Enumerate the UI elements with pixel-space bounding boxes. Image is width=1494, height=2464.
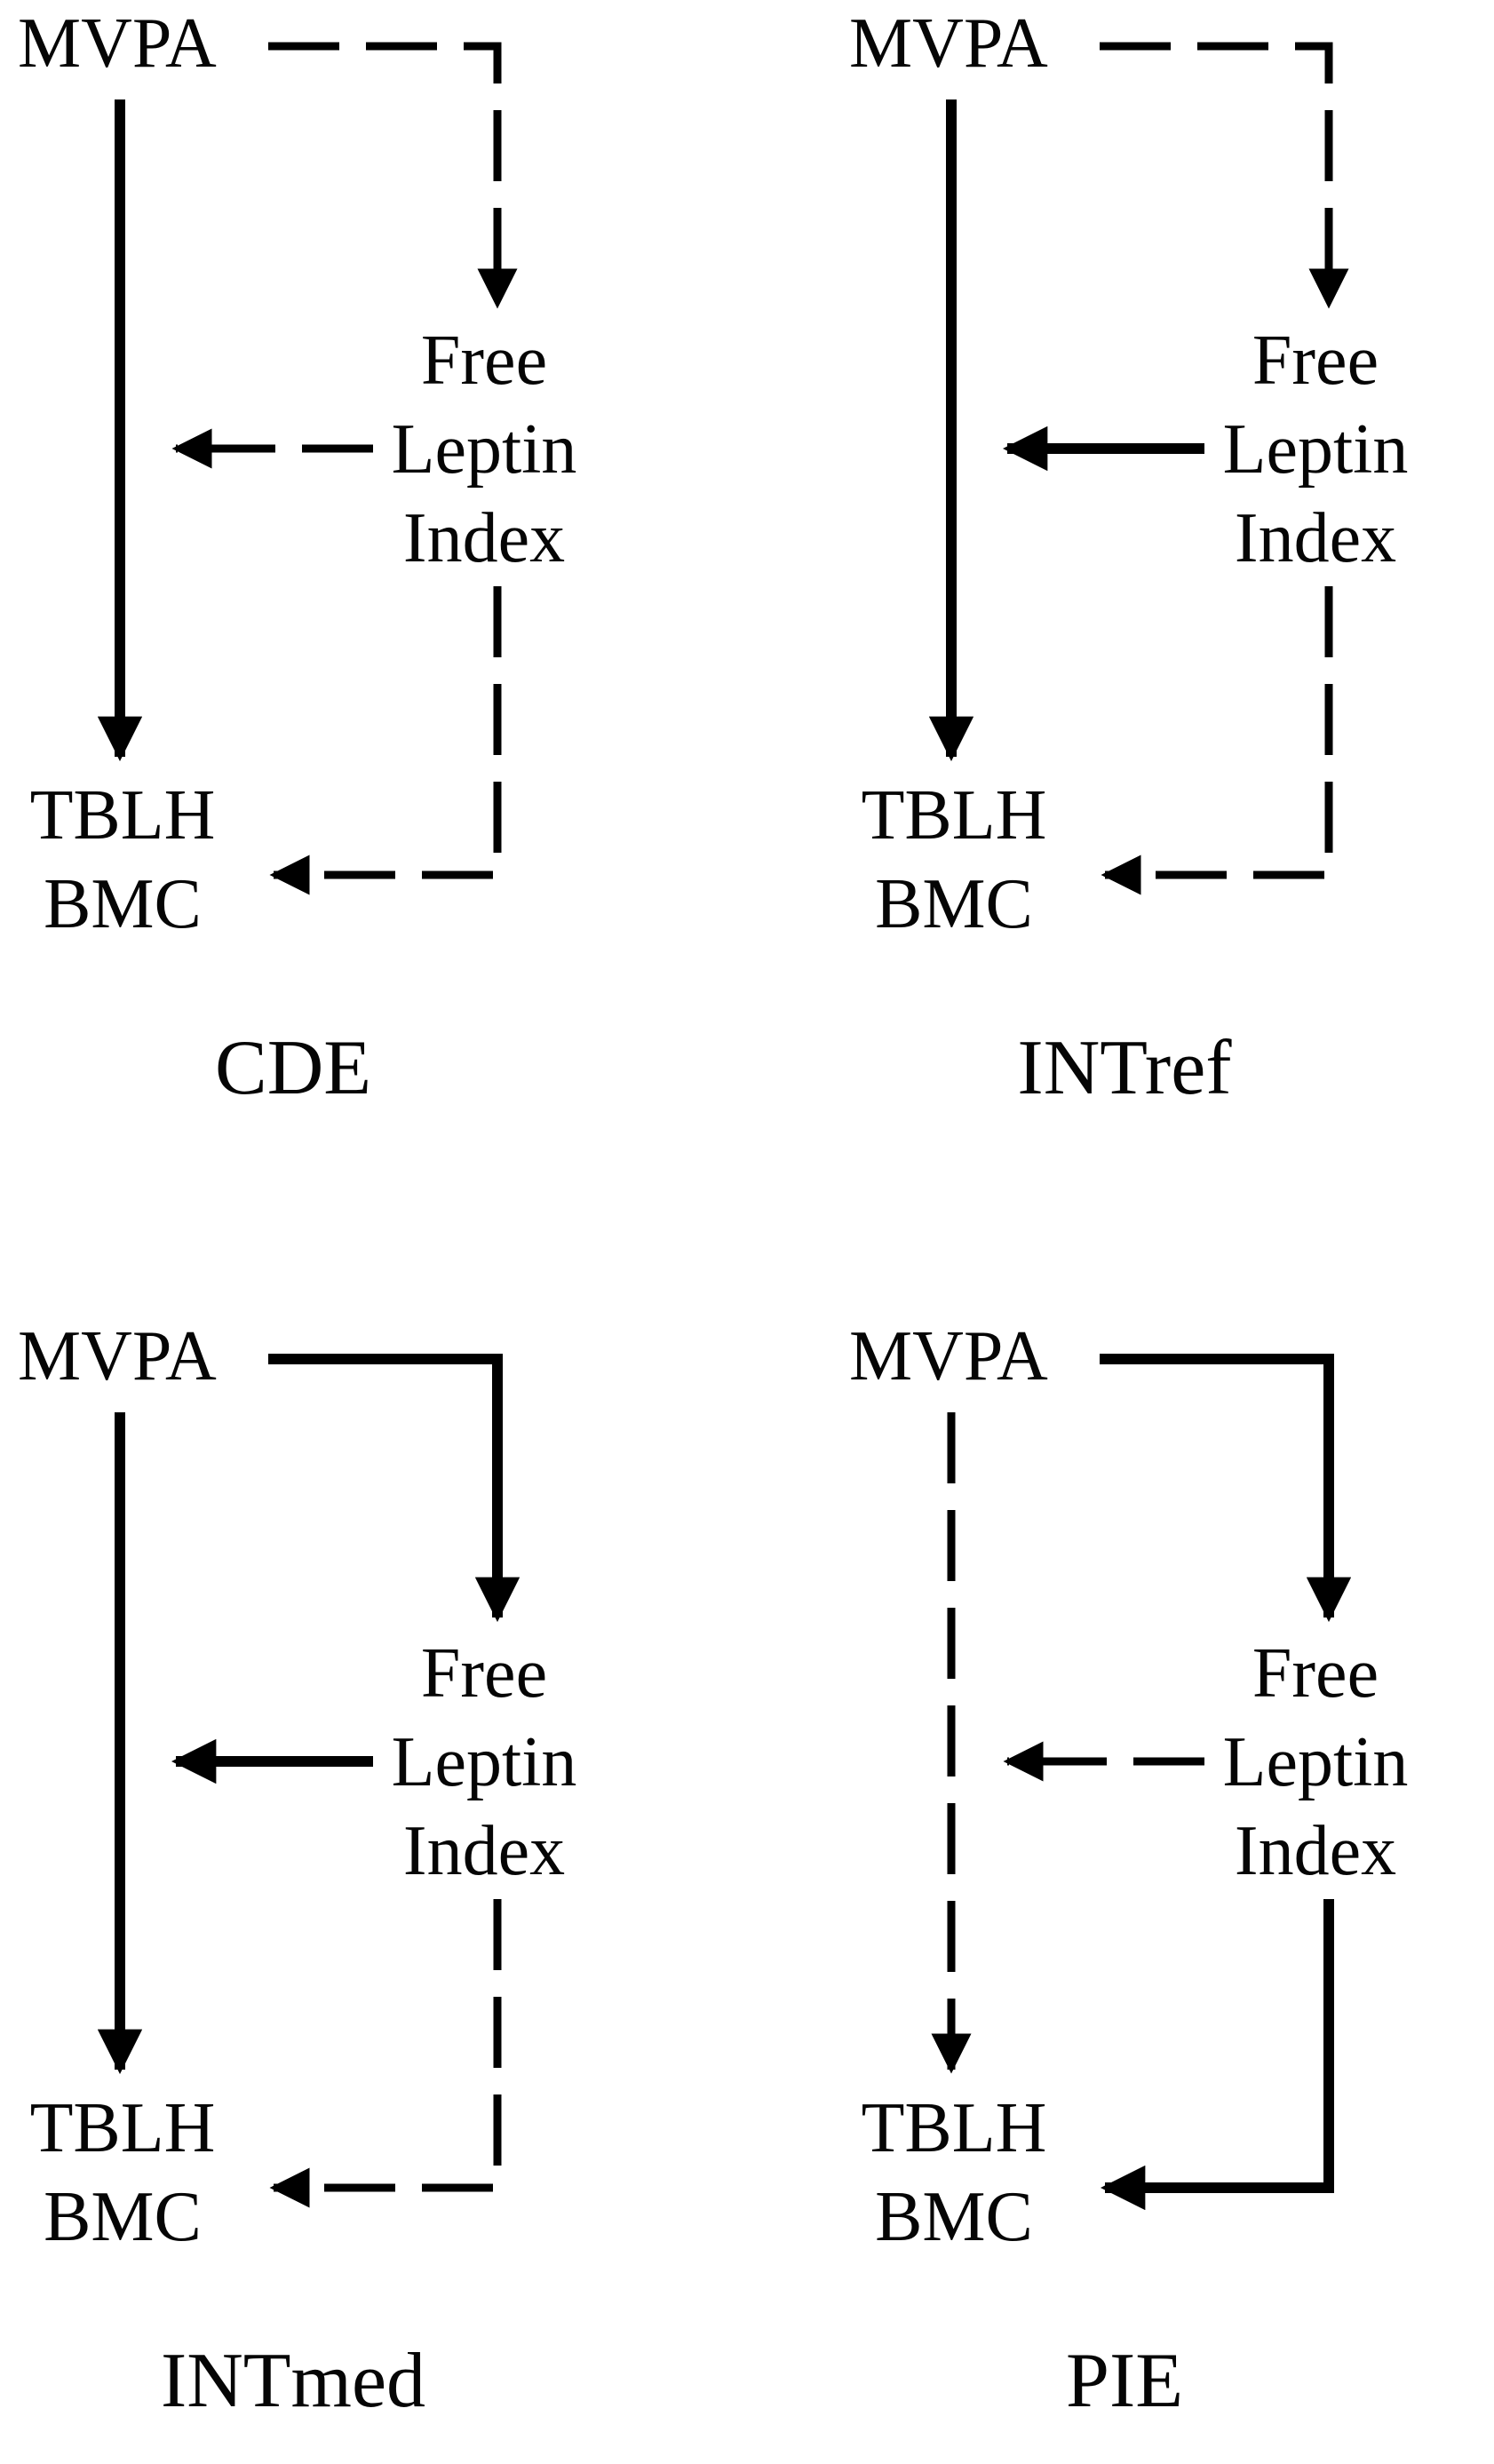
mediator-line: Free: [420, 322, 548, 400]
node-mediator: Free Leptin Index: [1138, 316, 1493, 583]
panel-intref: MVPA Free Leptin Index TBLH BMC INTref: [831, 0, 1494, 1151]
edge-exposure-to-mediator: [1100, 42, 1349, 309]
edge-exposure-to-mediator: [268, 1354, 521, 1623]
mediator-line: Index: [1234, 499, 1397, 577]
mediator-line: Leptin: [1222, 410, 1409, 489]
edge-mediator-to-outcome: [1101, 586, 1333, 895]
node-outcome: TBLH BMC: [831, 771, 1077, 949]
node-mediator: Free Leptin Index: [306, 316, 662, 583]
mediator-line: Leptin: [1222, 1723, 1409, 1801]
panel-intmed: MVPA Free Leptin Index TBLH BMC INTmed: [0, 1313, 663, 2464]
edges-canvas: [97, 1354, 521, 2208]
panel-pie: MVPA Free Leptin Index TBLH BMC PIE: [831, 1313, 1494, 2464]
edges-canvas: [97, 42, 518, 895]
panel-label-cde: CDE: [215, 1025, 371, 1111]
edge-mediator-to-outcome: [269, 1899, 502, 2208]
mediator-line: Index: [402, 1812, 566, 1890]
mediator-line: Free: [420, 1634, 548, 1713]
node-mediator: Free Leptin Index: [1138, 1629, 1493, 1896]
mediator-line: Index: [1234, 1812, 1397, 1890]
outcome-line: BMC: [44, 865, 202, 943]
mediator-line: Leptin: [391, 410, 577, 489]
edge-exposure-to-mediator: [268, 42, 518, 309]
outcome-line: TBLH: [861, 776, 1047, 854]
edge-mediator-to-outcome: [1100, 1899, 1334, 2211]
node-outcome: TBLH BMC: [0, 771, 245, 949]
outcome-line: TBLH: [29, 2089, 216, 2167]
node-exposure: MVPA: [849, 1317, 1048, 1395]
edges-canvas: [931, 1354, 1352, 2211]
outcome-line: BMC: [875, 2178, 1033, 2256]
panel-label-pie: PIE: [1066, 2338, 1183, 2424]
outcome-line: BMC: [44, 2178, 202, 2256]
mediator-line: Leptin: [391, 1723, 577, 1801]
mediator-line: Free: [1252, 322, 1379, 400]
node-outcome: TBLH BMC: [0, 2084, 245, 2261]
outcome-line: TBLH: [861, 2089, 1047, 2167]
mediator-line: Free: [1252, 1634, 1379, 1713]
node-mediator: Free Leptin Index: [306, 1629, 662, 1896]
outcome-line: BMC: [875, 865, 1033, 943]
panel-cde: MVPA Free Leptin Index TBLH BMC CDE: [0, 0, 663, 1151]
node-outcome: TBLH BMC: [831, 2084, 1077, 2261]
edge-exposure-to-mediator: [1100, 1354, 1352, 1623]
node-exposure: MVPA: [849, 4, 1048, 83]
edge-mediator-to-outcome: [269, 586, 502, 895]
panel-label-intref: INTref: [1017, 1025, 1232, 1111]
node-exposure: MVPA: [18, 1317, 217, 1395]
panel-label-intmed: INTmed: [160, 2338, 426, 2424]
node-exposure: MVPA: [18, 4, 217, 83]
edges-canvas: [928, 42, 1349, 895]
mediator-line: Index: [402, 499, 566, 577]
outcome-line: TBLH: [29, 776, 216, 854]
